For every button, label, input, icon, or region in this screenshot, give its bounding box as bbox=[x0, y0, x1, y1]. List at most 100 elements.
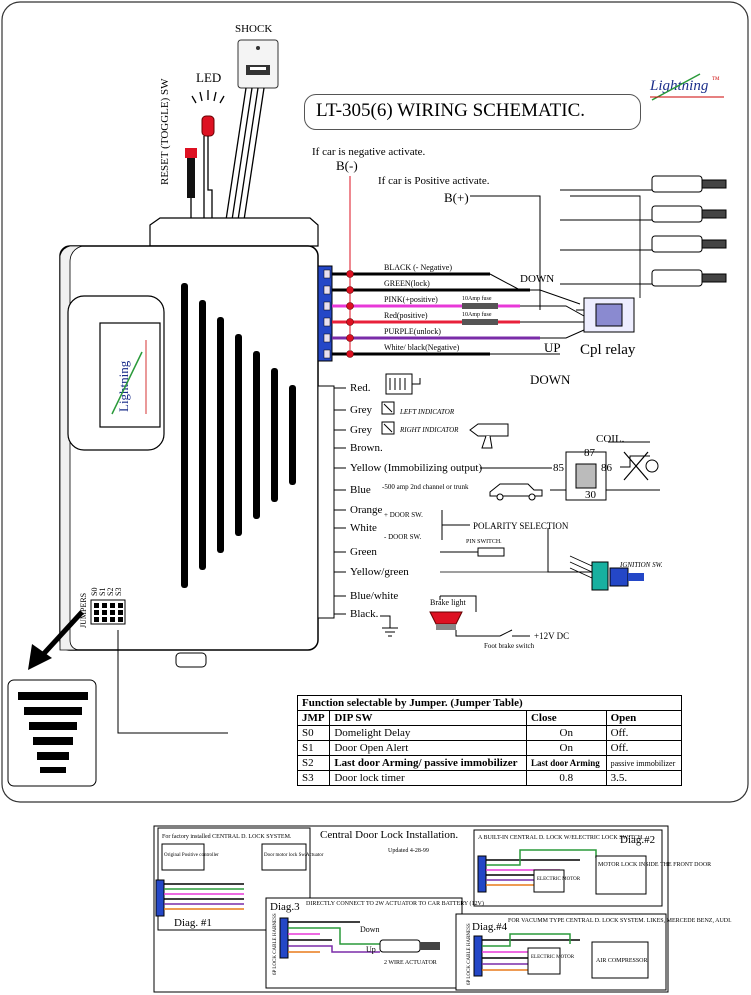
wire-blue-white-label: Blue/white bbox=[350, 590, 398, 602]
cpl-relay bbox=[576, 297, 635, 333]
jumper-s0-label: S0 bbox=[90, 588, 99, 596]
central-lock-title: Central Door Lock Installation. bbox=[320, 829, 458, 841]
car-trunk-icon bbox=[489, 483, 543, 501]
table-row: S0 Domelight Delay On Off. bbox=[296, 725, 683, 741]
control-unit: Lightning bbox=[59, 217, 319, 668]
coil-label: COIL. bbox=[596, 433, 625, 445]
shock-label: SHOCK bbox=[235, 23, 272, 35]
horn-icon bbox=[469, 423, 509, 449]
wire-red-label: Red. bbox=[350, 382, 371, 394]
wire-black-label: Black. bbox=[350, 608, 379, 620]
right-indicator-label: RIGHT INDICATOR bbox=[399, 426, 459, 434]
coil-pin-30: 30 bbox=[585, 489, 597, 501]
led-label: LED bbox=[196, 70, 221, 85]
diag2-lock-label: MOTOR LOCK INSIDE THE FRONT DOOR bbox=[598, 862, 711, 868]
plus12v-label: +12V DC bbox=[534, 631, 569, 641]
jumper-zoom-icon bbox=[7, 610, 97, 787]
ignition-switch bbox=[591, 561, 644, 591]
wire-purple-unlock-label: PURPLE(unlock) bbox=[384, 327, 441, 336]
wire-red-positive-label: Red(positive) bbox=[384, 311, 428, 320]
wire-brown-label: Brown. bbox=[350, 442, 383, 454]
wire-yellow-green-label: Yellow/green bbox=[350, 566, 409, 578]
jumper-table-header-dip: DIP SW bbox=[329, 710, 527, 726]
reset-label: RESET (TOGGLE) SW bbox=[159, 78, 171, 185]
shock-sensor: SHOCK bbox=[235, 23, 279, 89]
diag2-header: A BUILT-IN CENTRAL D. LOCK W/ELECTRIC LO… bbox=[478, 835, 644, 841]
jumper-s3-label: S3 bbox=[114, 588, 123, 596]
negative-activate-note: If car is negative activate. bbox=[312, 146, 426, 158]
diag3-header: DIRECTLY CONNECT TO 2W ACTUATOR TO CAR B… bbox=[306, 900, 484, 907]
brand-text-unit: Lightning bbox=[116, 360, 131, 412]
blue-trunk-note: -500 amp 2nd channel or trunk bbox=[382, 483, 469, 491]
page-title: LT-305(6) WIRING SCHEMATIC. bbox=[316, 100, 585, 121]
wire-grey-right-label: Grey bbox=[350, 424, 372, 436]
indicator-lamps bbox=[381, 401, 395, 435]
jumper-table-caption: Function selectable by Jumper. (Jumper T… bbox=[297, 695, 682, 711]
wire-green-label: Green bbox=[350, 546, 377, 558]
diag1-box1-label: Original Positive controller bbox=[164, 853, 219, 858]
wire-orange-label: Orange bbox=[350, 504, 382, 516]
diag4-label: Diag.#4 bbox=[472, 921, 508, 933]
door-lock-connector bbox=[317, 265, 333, 362]
diag3-harness-label: 6P LOCK CABLE HARNESS bbox=[273, 913, 278, 975]
battery-icon bbox=[385, 373, 421, 395]
jumper-table-header-jmp: JMP bbox=[296, 710, 331, 726]
jumpers-label: JUMPERS bbox=[79, 593, 88, 628]
wire-green-lock-label: GREEN(lock) bbox=[384, 279, 430, 288]
fuse-label-1: 10Amp fuse bbox=[462, 295, 492, 302]
wire-blue-label: Blue bbox=[350, 484, 371, 496]
diag3-actuator-label: 2 WIRE ACTUATOR bbox=[384, 960, 437, 966]
coil-relay: COIL. 87 85 86 30 bbox=[480, 433, 660, 501]
jumper-s1-label: S1 bbox=[98, 588, 107, 596]
polarity-selection-label: POLARITY SELECTION bbox=[473, 521, 569, 531]
jumper-s2-label: S2 bbox=[106, 588, 115, 596]
pin-switch-label: PIN SWITCH. bbox=[466, 539, 502, 545]
brake-light-label: Brake light bbox=[430, 598, 467, 607]
ignition-label: IGNITION SW. bbox=[619, 561, 663, 569]
main-connector bbox=[317, 385, 335, 619]
diag1-box2-label: Door motor lock Sw.Actuator bbox=[264, 853, 324, 858]
diag1-header: For factory installed CENTRAL D. LOCK SY… bbox=[162, 833, 292, 840]
diag4-compressor-label: AIR COMPRESSOR bbox=[596, 958, 648, 964]
b-positive-label: B(+) bbox=[444, 190, 469, 205]
brand-logo-top: Lightning TM bbox=[649, 73, 724, 101]
table-row: S1 Door Open Alert On Off. bbox=[296, 740, 683, 756]
jumper-table-header-open: Open bbox=[605, 710, 683, 726]
foot-brake-label: Foot brake switch bbox=[484, 642, 535, 650]
jumper-block: JUMPERS S0 S1 S2 S3 bbox=[79, 588, 228, 734]
diag4-motor-label: ELECTRIC MOTOR bbox=[531, 955, 575, 960]
table-row: S2 Last door Arming/ passive immobilizer… bbox=[296, 755, 683, 771]
door-sw-positive-label: + DOOR SW. bbox=[384, 511, 423, 519]
lock-actuators bbox=[651, 175, 727, 287]
jumper-table-header-close: Close bbox=[525, 710, 607, 726]
jumper-table: Function selectable by Jumper. (Jumper T… bbox=[296, 695, 683, 786]
diag2-motor-label: ELECTRIC MOTOR bbox=[537, 877, 581, 882]
wire-white-black-label: White/ black(Negative) bbox=[384, 343, 460, 352]
coil-pin-87: 87 bbox=[584, 447, 596, 459]
central-lock-section bbox=[153, 825, 669, 993]
wire-black-negative-label: BLACK (- Negative) bbox=[384, 263, 452, 272]
coil-pin-85: 85 bbox=[553, 462, 565, 474]
wire-white-label: White bbox=[350, 522, 377, 534]
fuse-label-2: 10Amp fuse bbox=[462, 311, 492, 318]
down-label: DOWN bbox=[530, 372, 571, 387]
table-row: S3 Door lock timer 0.8 3.5. bbox=[296, 770, 683, 786]
wire-pink-positive-label: PINK(+positive) bbox=[384, 295, 438, 304]
diag3-up-label: Up bbox=[366, 945, 376, 954]
positive-activate-note: If car is Positive activate. bbox=[378, 175, 490, 187]
title-box bbox=[304, 94, 641, 130]
diag4-header: FOR VACUMM TYPE CENTRAL D. LOCK SYSTEM. … bbox=[508, 918, 732, 924]
vent-slits bbox=[181, 283, 296, 588]
relay-up-label: UP bbox=[544, 340, 561, 355]
relay-down-label: DOWN bbox=[520, 273, 554, 285]
top-wires bbox=[190, 87, 265, 236]
door-sw-negative-label: - DOOR SW. bbox=[384, 533, 422, 541]
wire-grey-left-label: Grey bbox=[350, 404, 372, 416]
brand-tm-top: TM bbox=[712, 77, 720, 82]
diag1-label: Diag. #1 bbox=[174, 917, 212, 929]
diag3-label: Diag.3 bbox=[270, 901, 300, 913]
reset-switch: RESET (TOGGLE) SW bbox=[159, 78, 197, 198]
wire-yellow-label: Yellow (Immobilizing output) bbox=[350, 462, 482, 474]
schematic-frame bbox=[1, 1, 749, 803]
